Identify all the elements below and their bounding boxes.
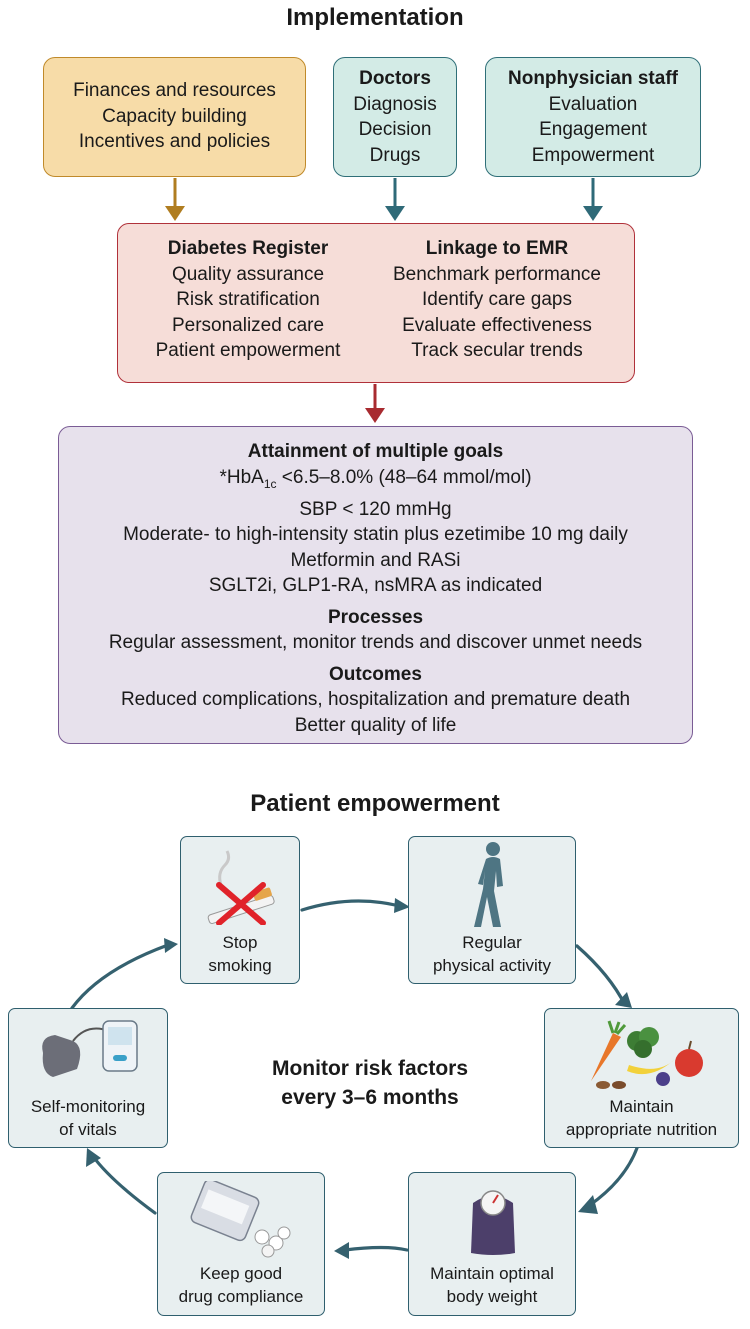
step-label: smoking — [208, 956, 272, 975]
arrow-doctors-to-register — [385, 178, 405, 221]
outcomes-line: Reduced complications, hospitalization a… — [120, 689, 631, 711]
goal-line: Metformin and RASi — [290, 549, 461, 571]
staff-line: Evaluation — [548, 93, 638, 115]
doctors-line: Decision — [358, 119, 432, 140]
step-stop-smoking: Stop smoking — [180, 836, 300, 984]
step-body-weight: Maintain optimal body weight — [408, 1172, 576, 1316]
step-label: drug compliance — [178, 1287, 304, 1306]
register-heading: Diabetes Register — [167, 238, 329, 259]
pill-bottle-icon — [190, 1181, 291, 1258]
arrow-staff-to-register — [583, 178, 603, 221]
register-line: Quality assurance — [171, 263, 325, 285]
arrow-resources-to-register — [165, 178, 185, 221]
hba1c-target: *HbA1c <6.5–8.0% (48–64 mmol/mol) — [59, 465, 692, 497]
center-line: Monitor risk factors — [271, 1057, 469, 1080]
processes-heading: Processes — [327, 606, 424, 628]
weighing-scale-icon — [471, 1190, 515, 1255]
step-label: physical activity — [432, 956, 552, 975]
emr-heading: Linkage to EMR — [425, 238, 569, 259]
diabetes-register-column: Diabetes Register Quality assurance Risk… — [132, 236, 364, 364]
step-nutrition: Maintain appropriate nutrition — [544, 1008, 739, 1148]
doctors-heading: Doctors — [359, 68, 431, 89]
step-label: Regular — [462, 933, 522, 952]
no-smoking-icon — [207, 850, 275, 925]
step-label: Self-monitoring — [30, 1097, 146, 1116]
step-label: Keep good — [199, 1264, 283, 1283]
doctors-line: Drugs — [369, 144, 421, 166]
staff-box: Nonphysician staff Evaluation Engagement… — [485, 57, 701, 177]
empowerment-title: Patient empowerment — [250, 790, 500, 817]
hba1c-rest: <6.5–8.0% (48–64 mmol/mol) — [276, 466, 532, 488]
step-self-monitoring: Self-monitoring of vitals — [8, 1008, 168, 1148]
register-line: Risk stratification — [176, 289, 320, 310]
goal-line: Moderate- to high-intensity statin plus … — [123, 524, 628, 546]
processes-text: Regular assessment, monitor trends and d… — [108, 632, 643, 654]
step-label: of vitals — [59, 1120, 117, 1139]
center-line: every 3–6 months — [281, 1086, 459, 1109]
goals-heading: Attainment of multiple goals — [247, 441, 504, 462]
register-line: Patient empowerment — [155, 340, 341, 361]
step-label: appropriate nutrition — [565, 1120, 718, 1139]
implementation-arrows — [165, 178, 603, 423]
outcomes-line: Better quality of life — [294, 714, 457, 736]
resources-box: Finances and resources Capacity building… — [43, 57, 306, 177]
emr-line: Benchmark performance — [392, 263, 602, 285]
healthy-food-icon — [591, 1020, 703, 1089]
goal-line: SGLT2i, GLP1-RA, nsMRA as indicated — [208, 575, 543, 597]
emr-column: Linkage to EMR Benchmark performance Ide… — [372, 236, 622, 364]
goal-line: SBP < 120 mmHg — [299, 498, 452, 520]
outcomes-heading: Outcomes — [329, 663, 422, 685]
hba1c-prefix: *HbA — [219, 466, 264, 488]
step-drug-compliance: Keep good drug compliance — [157, 1172, 325, 1316]
blood-pressure-monitor-icon — [42, 1020, 138, 1077]
emr-line: Track secular trends — [411, 340, 583, 361]
resources-line: Incentives and policies — [78, 131, 271, 152]
step-label: Maintain optimal — [430, 1264, 554, 1283]
register-box: Diabetes Register Quality assurance Risk… — [117, 223, 635, 383]
resources-line: Finances and resources — [73, 80, 276, 101]
step-physical-activity: Regular physical activity — [408, 836, 576, 984]
emr-line: Evaluate effectiveness — [402, 314, 592, 336]
register-line: Personalized care — [171, 314, 325, 336]
implementation-title: Implementation — [286, 4, 464, 31]
staff-line: Engagement — [539, 119, 647, 140]
step-label: Stop — [222, 933, 258, 952]
step-label: Maintain — [609, 1097, 674, 1116]
resources-line: Capacity building — [102, 105, 247, 127]
walking-person-icon — [474, 842, 503, 927]
arrow-register-to-goals — [365, 384, 385, 423]
step-label: body weight — [446, 1287, 538, 1306]
hba1c-subscript: 1c — [263, 476, 277, 491]
emr-line: Identify care gaps — [422, 289, 572, 310]
staff-heading: Nonphysician staff — [508, 68, 678, 89]
staff-line: Empowerment — [531, 144, 655, 166]
goals-box: Attainment of multiple goals *HbA1c <6.5… — [58, 426, 693, 744]
doctors-box: Doctors Diagnosis Decision Drugs — [333, 57, 457, 177]
monitor-risk-factors: Monitor risk factors every 3–6 months — [220, 1054, 520, 1112]
doctors-line: Diagnosis — [353, 93, 437, 115]
